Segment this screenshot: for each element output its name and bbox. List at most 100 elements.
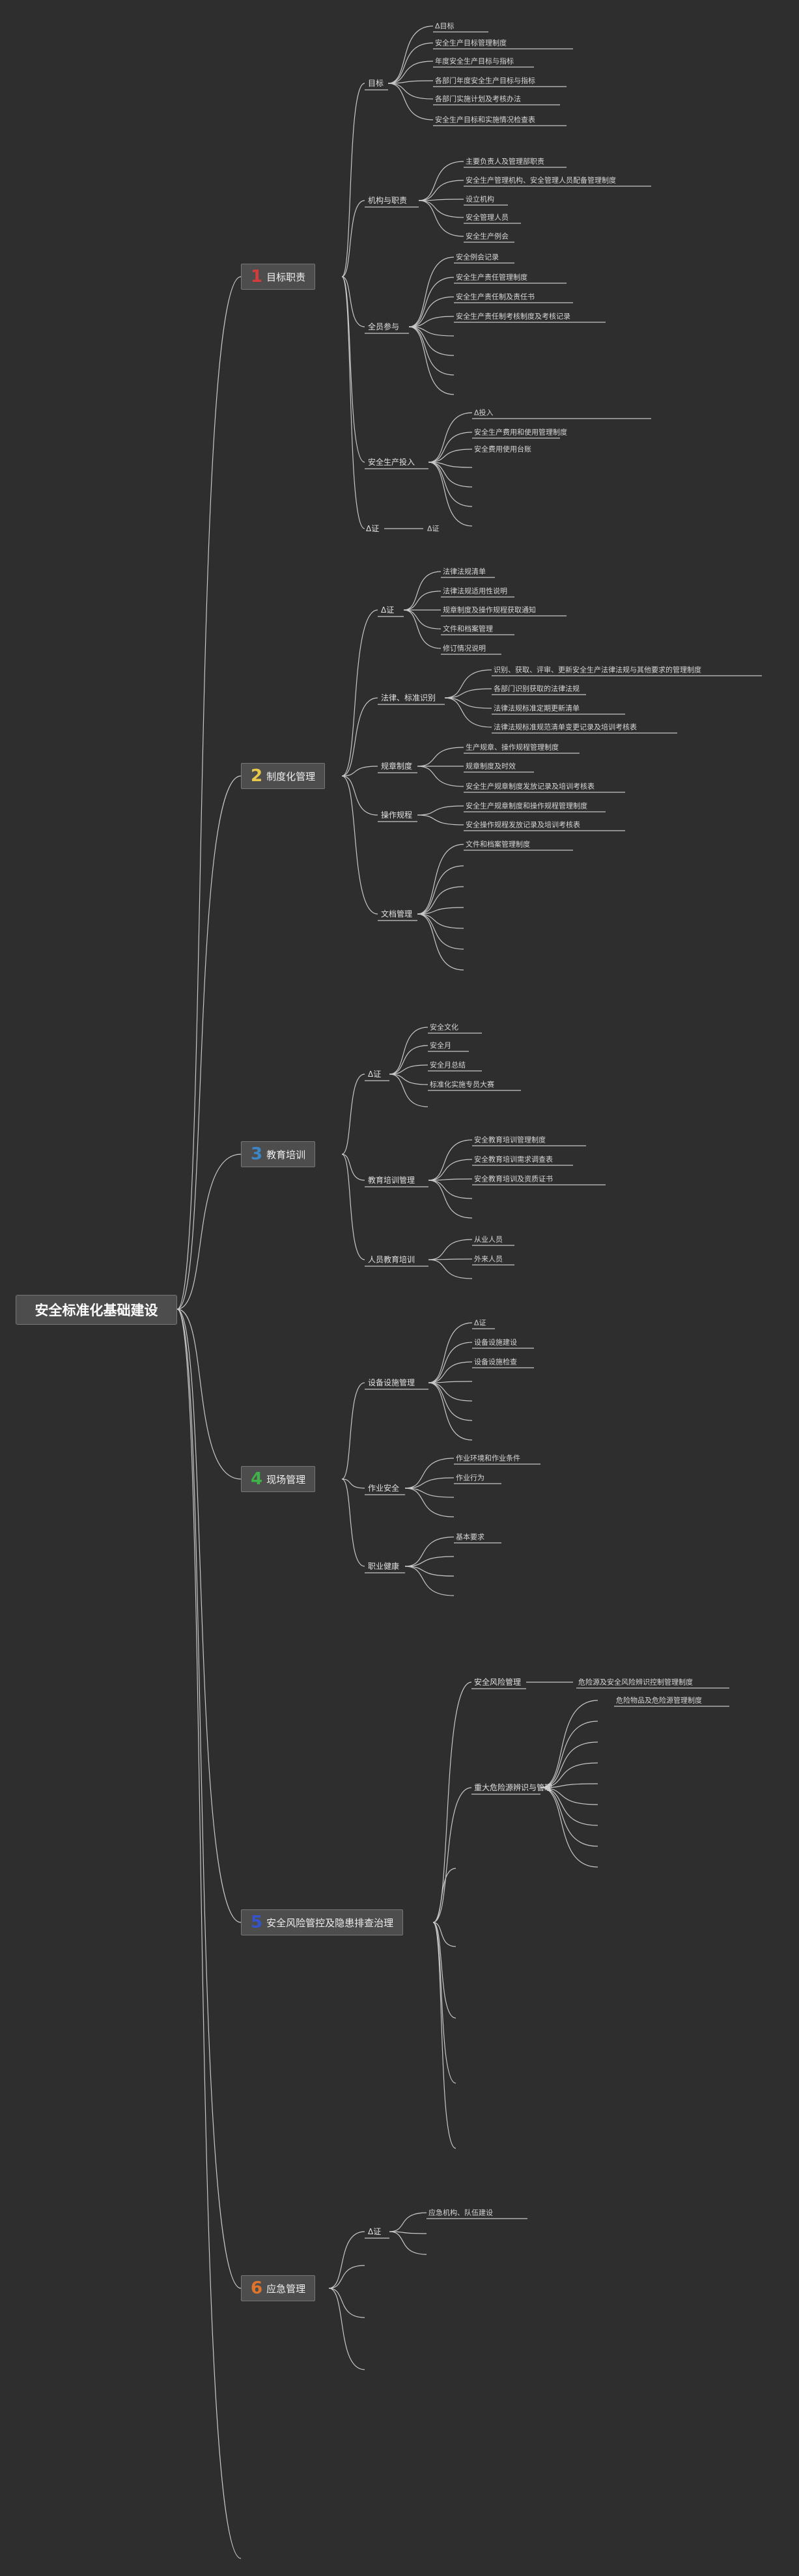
leaf-node[interactable]: 法律法规标准规范清单变更记录及培训考核表	[494, 723, 637, 732]
branch-node[interactable]: Δ证	[368, 2227, 382, 2236]
leaf-node[interactable]: Δ投入	[474, 408, 494, 417]
branch-node[interactable]: 目标	[368, 79, 384, 88]
root-node[interactable]: 安全标准化基础建设	[16, 1295, 177, 1325]
branch-node[interactable]: Δ证	[366, 524, 380, 533]
leaf-node[interactable]: 安全管理人员	[466, 213, 509, 222]
section-connector	[341, 775, 378, 915]
branch-node[interactable]: 教育培训管理	[368, 1176, 415, 1185]
leaf-node[interactable]: 安全教育培训及资质证书	[474, 1174, 553, 1184]
leaf-node[interactable]: 作业行为	[456, 1473, 484, 1482]
leaf-node[interactable]: 设立机构	[466, 195, 494, 204]
leaf-node[interactable]: 文件和档案管理制度	[466, 840, 530, 849]
branch-node[interactable]: 职业健康	[368, 1562, 400, 1571]
leaf-connector	[408, 296, 455, 327]
leaf-node[interactable]: 各部门识别获取的法律法规	[494, 684, 580, 693]
section-connector	[341, 1154, 365, 1260]
leaf-connector	[418, 199, 464, 201]
branch-node[interactable]: 安全风险管理	[474, 1678, 522, 1687]
leaf-node[interactable]: 设备设施建设	[474, 1338, 517, 1347]
branch-node[interactable]: Δ证	[381, 605, 395, 615]
section-node-goals[interactable]: 1 目标职责	[241, 264, 316, 290]
branch-node[interactable]: 机构与职责	[368, 196, 408, 205]
leaf-node[interactable]: 作业环境和作业条件	[456, 1454, 520, 1463]
leaf-connector	[428, 449, 473, 463]
leaf-connector	[408, 277, 455, 327]
leaf-node[interactable]: 安全例会记录	[456, 253, 499, 262]
section-node-site[interactable]: 4 现场管理	[241, 1466, 316, 1492]
leaf-node[interactable]: 年度安全生产目标与指标	[435, 57, 514, 66]
leaf-node[interactable]: 安全月	[430, 1041, 451, 1050]
leaf-node[interactable]: Δ证	[474, 1318, 486, 1327]
leaf-node[interactable]: 法律法规适用性说明	[443, 587, 507, 596]
leaf-node[interactable]: 安全生产管理机构、安全管理人员配备管理制度	[466, 176, 616, 185]
leaf-node[interactable]: Δ证	[427, 524, 440, 533]
leaf-connector	[428, 1381, 473, 1383]
leaf-node[interactable]: 安全生产目标和实施情况检查表	[435, 115, 535, 124]
leaf-connector	[428, 412, 473, 463]
leaf-node[interactable]: Δ目标	[435, 21, 455, 31]
leaf-node[interactable]: 应急机构、队伍建设	[428, 2208, 493, 2217]
leaf-node[interactable]: 法律法规清单	[443, 567, 486, 576]
leaf-connector	[417, 805, 464, 816]
leaf-connector	[417, 844, 464, 915]
leaf-connector	[428, 1382, 473, 1441]
leaf-node[interactable]: 设备设施检查	[474, 1357, 517, 1366]
section-node-training[interactable]: 3 教育培训	[241, 1141, 316, 1167]
leaf-node[interactable]: 规章制度及操作规程获取通知	[443, 605, 536, 615]
branch-node[interactable]: 文档管理	[381, 909, 413, 919]
leaf-connector	[417, 913, 464, 929]
branch-node[interactable]: 人员教育培训	[368, 1255, 415, 1264]
branch-node[interactable]: 法律、标准识别	[381, 693, 436, 702]
leaf-node[interactable]: 各部门实施计划及考核办法	[435, 94, 521, 104]
leaf-node[interactable]: 从业人员	[474, 1235, 503, 1244]
branch-node[interactable]: 设备设施管理	[368, 1378, 415, 1387]
section-number: 4	[251, 1469, 263, 1489]
leaf-node[interactable]: 修订情况说明	[443, 644, 486, 653]
leaf-node[interactable]: 外来人员	[474, 1254, 503, 1264]
branch-node[interactable]: 规章制度	[381, 762, 413, 771]
leaf-node[interactable]: 安全文化	[430, 1023, 458, 1032]
leaf-connector	[428, 1259, 473, 1279]
leaf-node[interactable]: 安全月总结	[430, 1060, 466, 1070]
leaf-node[interactable]: 安全生产责任制及责任书	[456, 292, 535, 301]
branch-node[interactable]: 安全生产投入	[368, 458, 415, 467]
leaf-node[interactable]: 基本要求	[456, 1532, 484, 1542]
section-node-risk[interactable]: 5 安全风险管控及隐患排查治理	[241, 1909, 404, 1935]
leaf-node[interactable]: 安全生产规章制度发放记录及培训考核表	[466, 782, 595, 791]
branch-node[interactable]: 作业安全	[368, 1484, 400, 1493]
branch-node[interactable]: 全员参与	[368, 322, 400, 331]
leaf-node[interactable]: 法律法规标准定期更新清单	[494, 704, 580, 713]
leaf-node[interactable]: 安全生产规章制度和操作规程管理制度	[466, 801, 587, 810]
leaf-node[interactable]: 安全生产费用和使用管理制度	[474, 428, 567, 437]
leaf-node[interactable]: 识别、获取、评审、更新安全生产法律法规与其他要求的管理制度	[494, 665, 701, 674]
section-node-institutions[interactable]: 2 制度化管理	[241, 763, 326, 789]
leaf-node[interactable]: 危险物品及危险源管理制度	[616, 1696, 702, 1705]
leaf-node[interactable]: 标准化实施专员大赛	[430, 1080, 494, 1089]
leaf-node[interactable]: 文件和档案管理	[443, 624, 493, 633]
leaf-node[interactable]: 安全生产责任管理制度	[456, 273, 527, 282]
root-connector	[176, 775, 242, 1310]
leaf-node[interactable]: 规章制度及时效	[466, 762, 516, 771]
leaf-node[interactable]: 安全操作规程发放记录及培训考核表	[466, 820, 580, 829]
leaf-node[interactable]: 安全费用使用台账	[474, 445, 531, 454]
section-node-emergency[interactable]: 6 应急管理	[241, 2275, 316, 2301]
leaf-node[interactable]: 安全生产例会	[466, 232, 509, 241]
leaf-connector	[404, 1536, 455, 1567]
leaf-connector	[403, 571, 442, 611]
leaf-connector	[417, 747, 464, 767]
leaf-node[interactable]: 安全教育培训管理制度	[474, 1135, 546, 1144]
leaf-node[interactable]: 危险源及安全风险辨识控制管理制度	[578, 1678, 693, 1687]
leaf-node[interactable]: 安全生产责任制考核制度及考核记录	[456, 312, 570, 321]
leaf-node[interactable]: 安全生产目标管理制度	[435, 38, 507, 48]
branch-node[interactable]: 重大危险源辨识与管理	[474, 1783, 553, 1792]
leaf-node[interactable]: 生产规章、操作规程管理制度	[466, 743, 559, 752]
branch-node[interactable]: Δ证	[368, 1070, 382, 1079]
leaf-connector	[418, 200, 464, 218]
leaf-node[interactable]: 各部门年度安全生产目标与指标	[435, 76, 535, 85]
branch-node[interactable]: 操作规程	[381, 810, 413, 820]
leaf-connector	[428, 1239, 473, 1260]
section-connector	[432, 1922, 456, 2019]
leaf-node[interactable]: 安全教育培训需求调查表	[474, 1155, 553, 1164]
section-connector	[328, 2231, 365, 2289]
leaf-node[interactable]: 主要负责人及管理部职责	[466, 157, 544, 166]
